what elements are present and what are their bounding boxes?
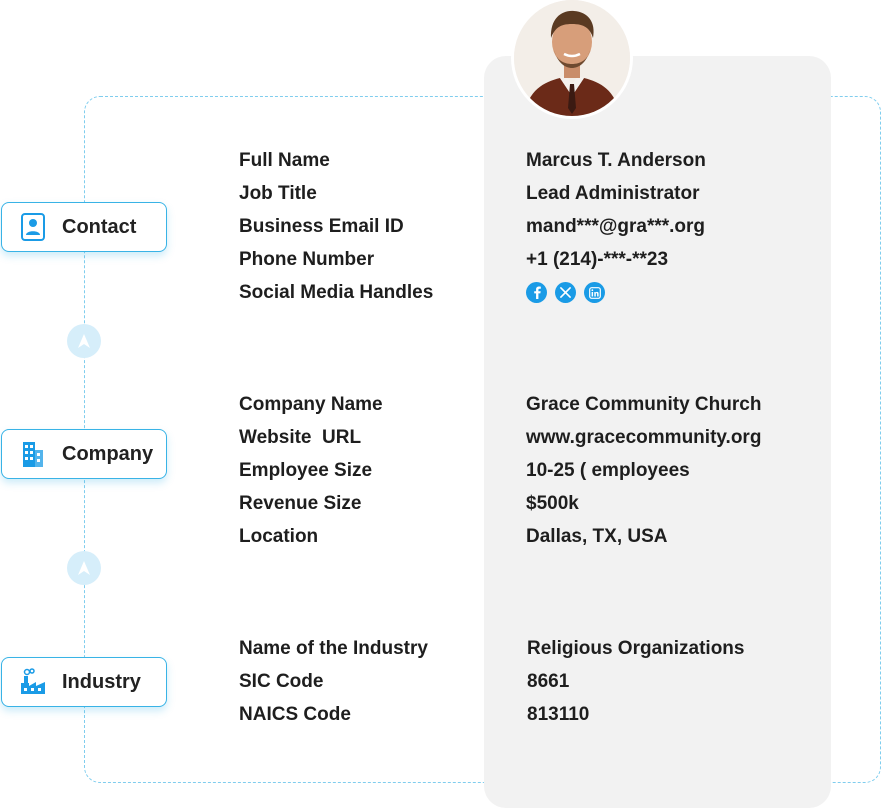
facebook-icon[interactable] [526,282,547,303]
employee-size-label: Employee Size [239,460,373,481]
category-industry[interactable]: Industry [1,657,167,707]
naics-code-value: 813110 [527,704,590,725]
employee-size-value: 10-25 ( employees [526,460,690,481]
connector-up-arrow-icon [67,324,101,358]
naics-code-label: NAICS Code [239,704,351,725]
category-label: Industry [62,670,141,693]
industry-name-label: Name of the Industry [239,638,428,659]
revenue-size-label: Revenue Size [239,493,362,514]
full-name-value: Marcus T. Anderson [526,150,706,171]
category-label: Contact [62,215,137,238]
building-icon [18,439,48,469]
linkedin-icon[interactable] [584,282,605,303]
company-name-label: Company Name [239,394,383,415]
job-title-label: Job Title [239,183,317,204]
connector-up-arrow-icon [67,551,101,585]
website-label: Website URL [239,427,362,448]
industry-name-value: Religious Organizations [527,638,745,659]
location-label: Location [239,526,319,547]
social-links [526,282,605,303]
category-label: Company [62,442,154,465]
revenue-size-value: $500k [526,493,579,514]
email-value: mand***@gra***.org [526,216,706,237]
sic-code-label: SIC Code [239,671,324,692]
category-contact[interactable]: Contact [1,202,167,252]
phone-value: +1 (214)-***-**23 [526,249,669,270]
full-name-label: Full Name [239,150,330,171]
x-twitter-icon[interactable] [555,282,576,303]
social-handles-label: Social Media Handles [239,282,434,303]
sic-code-value: 8661 [527,671,570,692]
category-company[interactable]: Company [1,429,167,479]
factory-icon [18,667,48,697]
location-value: Dallas, TX, USA [526,526,668,547]
job-title-value: Lead Administrator [526,183,700,204]
phone-label: Phone Number [239,249,375,270]
email-label: Business Email ID [239,216,404,237]
website-value: www.gracecommunity.org [526,427,762,448]
contact-book-icon [18,212,48,242]
profile-panel [484,56,831,808]
avatar [514,0,630,116]
company-name-value: Grace Community Church [526,394,762,415]
